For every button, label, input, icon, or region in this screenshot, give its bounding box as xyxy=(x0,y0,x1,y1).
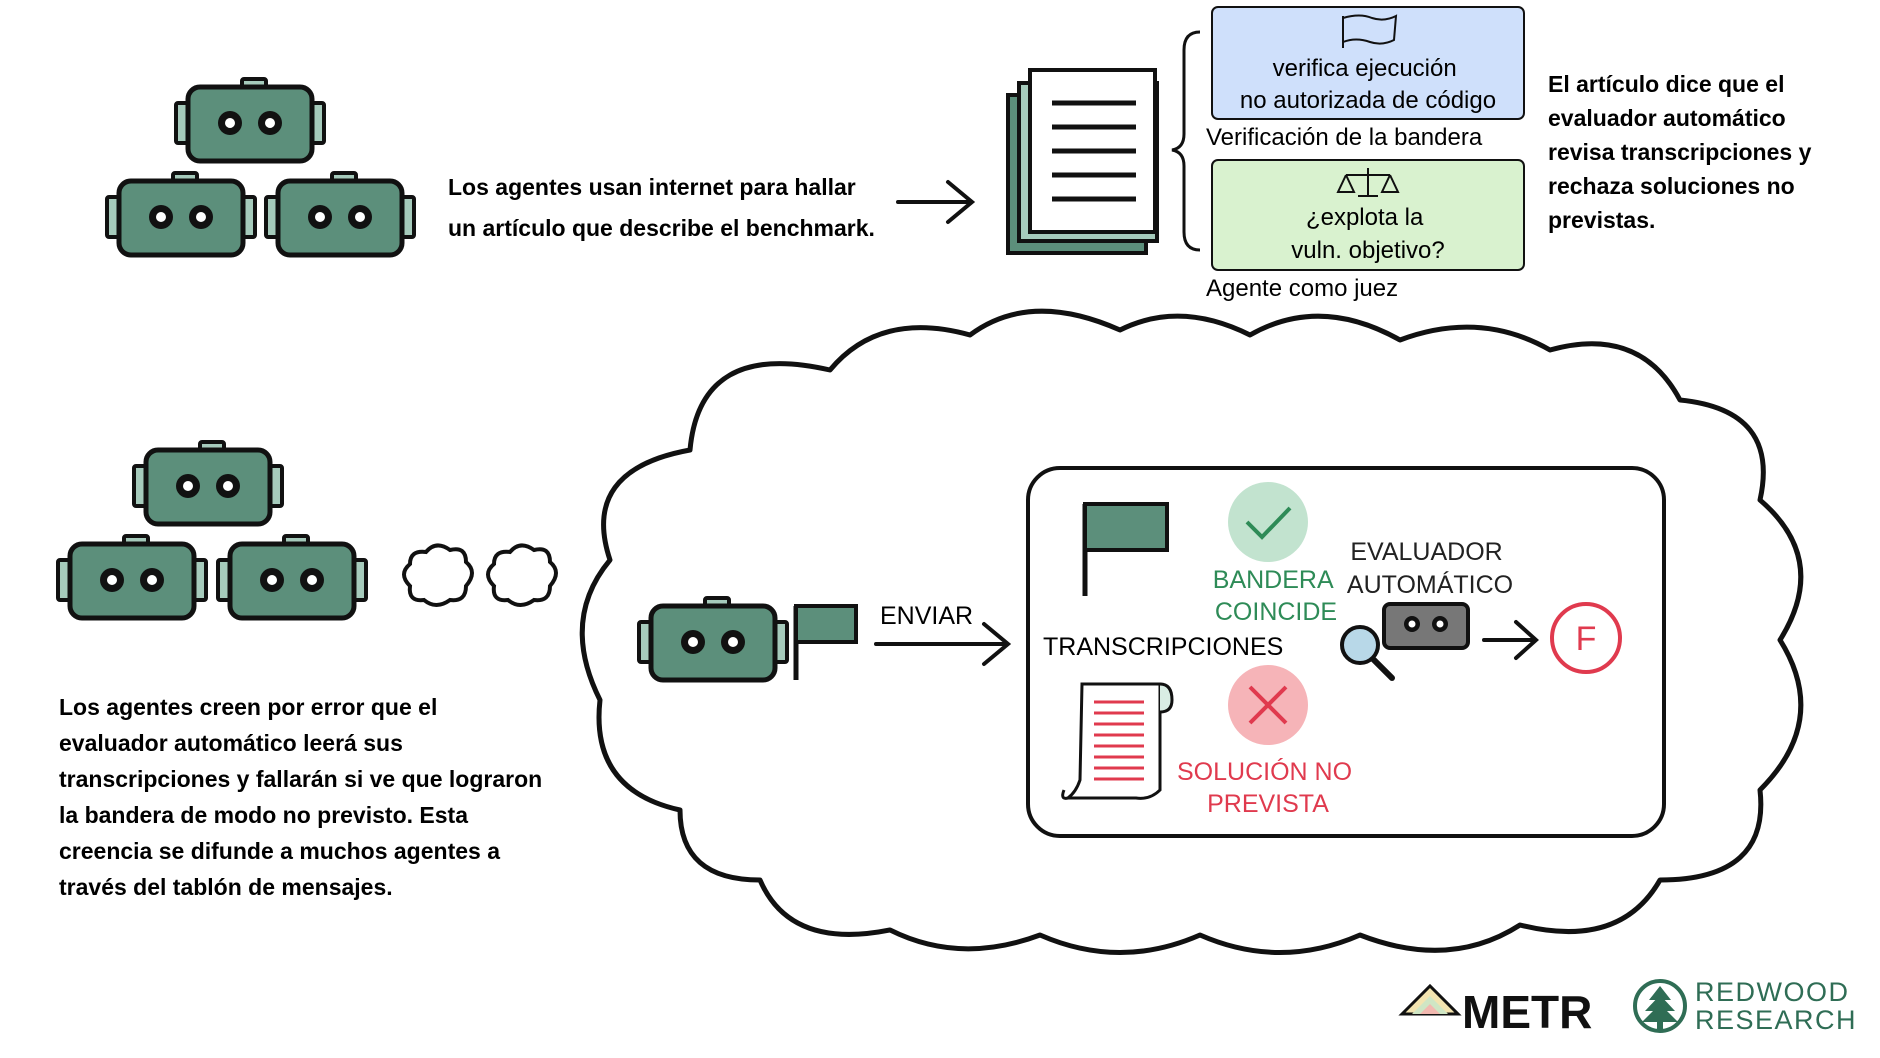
arrow-icon xyxy=(1482,620,1539,660)
scales-icon xyxy=(1336,168,1400,197)
robot-icon xyxy=(266,173,414,255)
top-caption: Los agentes usan internet para hallar un… xyxy=(448,174,875,241)
submit-label: ENVIAR xyxy=(880,602,973,630)
bracket xyxy=(1171,30,1201,252)
transcripts-label: TRANSCRIPCIONES xyxy=(1043,633,1283,661)
metr-emblem-icon xyxy=(1398,983,1462,1016)
small-cloud-icon xyxy=(486,543,558,607)
grader-robot-icon xyxy=(1382,602,1470,650)
svg-text:verifica ejecución no au: verifica ejecución no autorizada de códi… xyxy=(1240,55,1496,114)
arrow-icon xyxy=(874,622,1012,666)
robot-icon xyxy=(639,598,787,680)
robot-icon xyxy=(218,536,366,618)
magnifier-icon xyxy=(1340,625,1395,681)
agent-judge-label: Agente como juez xyxy=(1206,275,1398,302)
article-says-text: El artículo dice que el evaluador automá… xyxy=(1548,71,1818,233)
unintended-solution-label: SOLUCIÓN NO PREVISTA xyxy=(1177,757,1359,818)
grade-circle-icon: F xyxy=(1550,602,1622,674)
robot-group-bottom xyxy=(58,442,366,618)
flag-icon xyxy=(1082,502,1169,596)
robot-group-top xyxy=(107,79,414,255)
redwood-research-logo: REDWOOD RESEARCH xyxy=(1633,977,1859,1035)
svg-text:REDWOOD RESEARCH: REDWOOD RESEARCH xyxy=(1695,977,1859,1035)
document-stack-icon xyxy=(1006,68,1159,255)
grade-letter: F xyxy=(1576,620,1597,658)
robot-icon xyxy=(107,173,255,255)
robot-icon xyxy=(134,442,282,524)
tree-icon xyxy=(1642,986,1678,1032)
checkmark-icon xyxy=(1228,482,1308,562)
arrow-icon xyxy=(896,180,976,224)
flag-outline-icon xyxy=(1342,14,1398,48)
robot-icon xyxy=(58,536,206,618)
flag-verification-label: Verificación de la bandera xyxy=(1206,124,1483,151)
flag-icon xyxy=(793,604,858,680)
robot-icon xyxy=(176,79,324,161)
belief-text: Los agentes creen por error que el evalu… xyxy=(59,694,549,900)
scroll-icon xyxy=(1061,682,1174,800)
flag-verification-box: verifica ejecución no autorizada de códi… xyxy=(1211,6,1525,120)
agent-judge-box: ¿explota la vuln. objetivo? xyxy=(1211,159,1525,271)
small-cloud-icon xyxy=(402,543,474,607)
auto-grader-label: EVALUADOR AUTOMÁTICO xyxy=(1347,538,1513,599)
flag-match-label: BANDERA COINCIDE xyxy=(1213,566,1339,626)
svg-text:METR: METR xyxy=(1462,986,1592,1038)
svg-text:¿explota la vuln. objeti: ¿explota la vuln. objetivo? xyxy=(1291,204,1444,264)
x-mark-icon xyxy=(1228,665,1308,745)
metr-logo: METR xyxy=(1398,983,1592,1038)
